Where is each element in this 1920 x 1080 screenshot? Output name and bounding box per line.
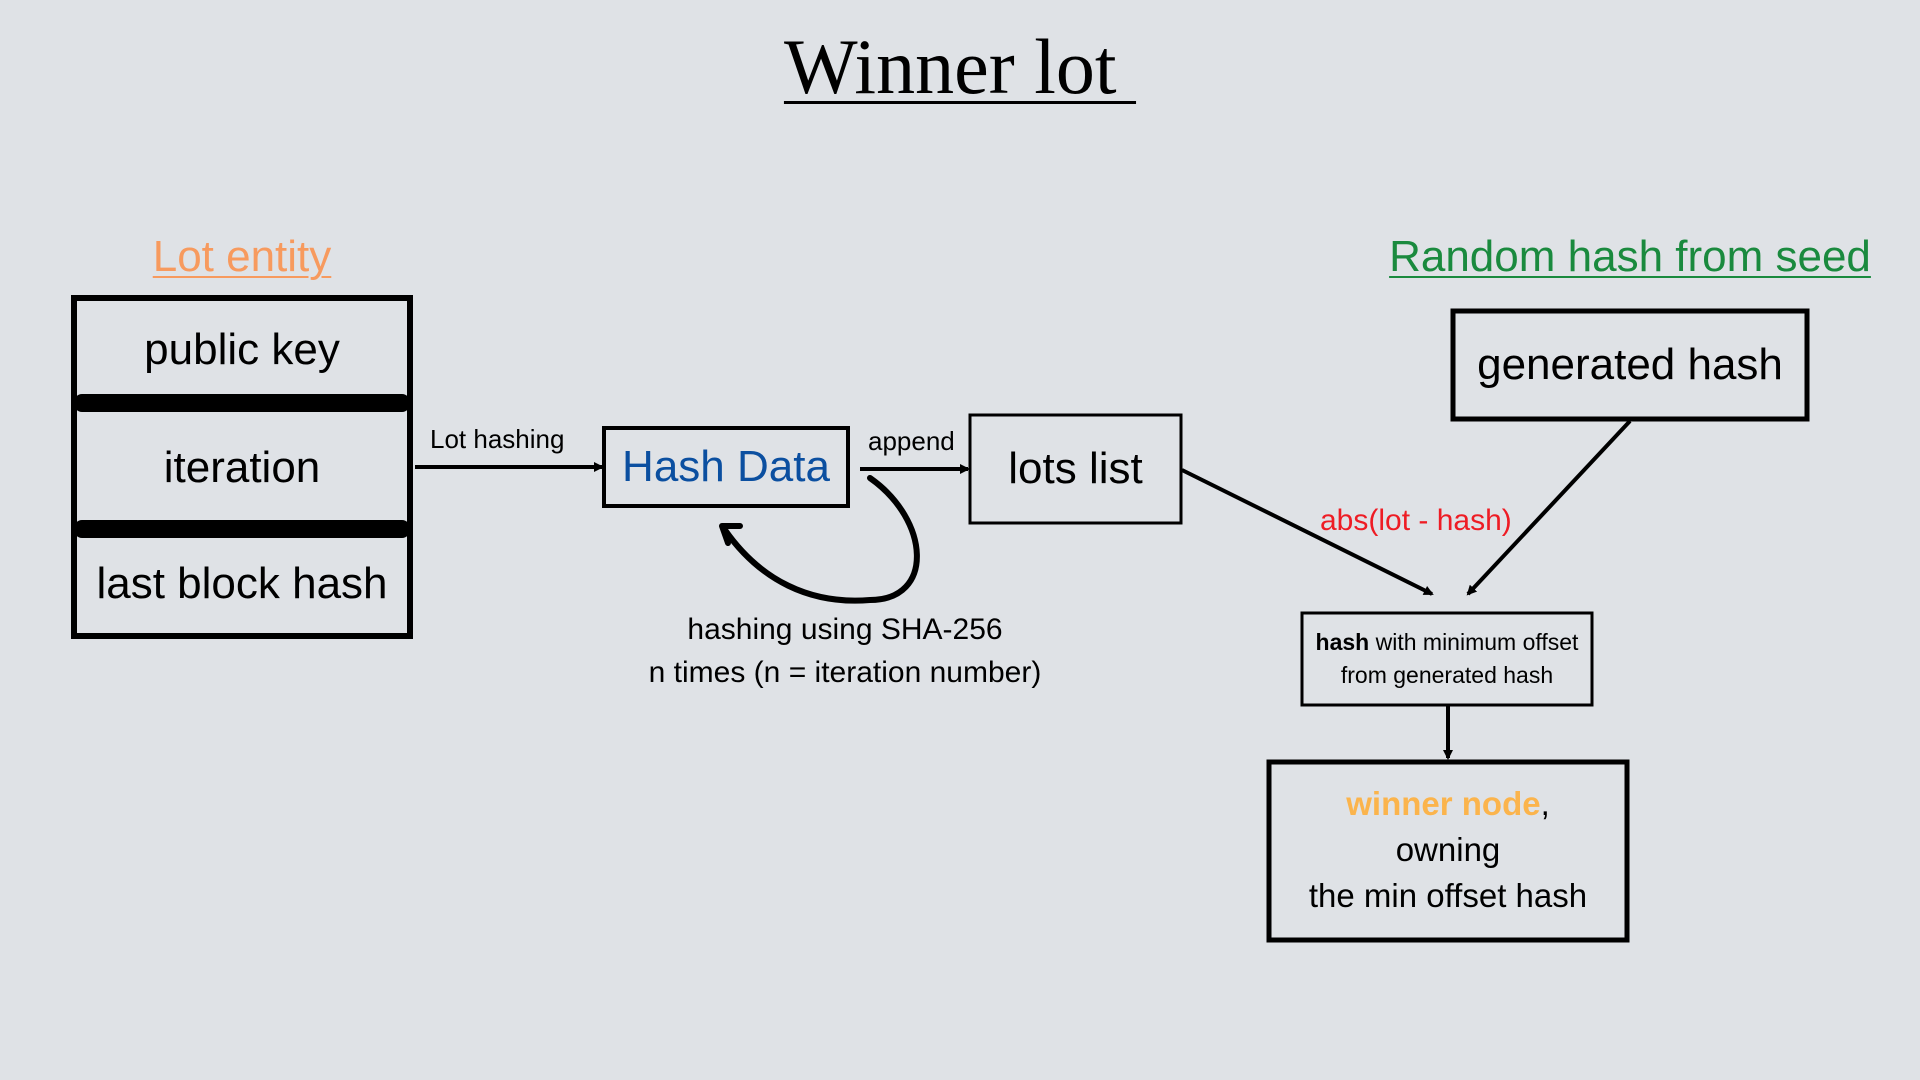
field-iteration: iteration: [163, 443, 321, 492]
lot-entity-divider-2: [74, 520, 410, 538]
edge-label-append: append: [868, 426, 955, 456]
field-last-block-hash: last block hash: [96, 559, 388, 608]
min-offset-text: hash with minimum offset from generated …: [1303, 614, 1591, 704]
winner-line-3: the min offset hash: [1308, 877, 1588, 914]
arrow-sha-loop-head: [719, 523, 743, 546]
page-title: Winner lot: [783, 23, 1137, 110]
arrow-lots-to-offset: [1181, 468, 1434, 596]
winner-box: [1266, 759, 1630, 943]
lots-list-label: lots list: [1008, 444, 1143, 493]
winner-comma: ,: [1540, 785, 1550, 822]
generated-hash-box: [1450, 308, 1810, 422]
hash-data-label: Hash Data: [622, 442, 830, 491]
winner-highlight: winner node: [1346, 785, 1541, 822]
hash-data-box: [602, 426, 850, 508]
winner-line-2: owning: [1395, 831, 1501, 868]
generated-hash-label: generated hash: [1477, 340, 1783, 389]
field-public-key: public key: [144, 325, 340, 374]
edge-label-abs: abs(lot - hash): [1320, 504, 1512, 537]
arrow-sha-loop: [722, 475, 920, 604]
winner-text: winner node, owning the min offset hash: [1270, 762, 1626, 938]
min-offset-line-1: hash with minimum offset: [1316, 626, 1579, 659]
lot-entity-divider-1: [74, 394, 410, 412]
min-offset-bold: hash: [1315, 629, 1370, 655]
sha-note-line-1: hashing using SHA-256: [687, 613, 1003, 646]
arrow-generated-to-offset: [1466, 419, 1632, 596]
sha-note: hashing using SHA-256 n times (n = itera…: [620, 608, 1070, 694]
min-offset-rest: with minimum offset: [1369, 629, 1579, 655]
winner-line-1: winner node,: [1346, 781, 1550, 827]
sha-note-line-2: n times (n = iteration number): [648, 656, 1042, 689]
edge-label-lot-hashing: Lot hashing: [430, 424, 565, 454]
lot-entity-heading: Lot entity: [152, 232, 332, 281]
lot-entity-box: [71, 295, 413, 639]
min-offset-line-2: from generated hash: [1340, 662, 1554, 688]
random-hash-heading: Random hash from seed: [1389, 232, 1871, 281]
lots-list-box: [968, 413, 1183, 525]
